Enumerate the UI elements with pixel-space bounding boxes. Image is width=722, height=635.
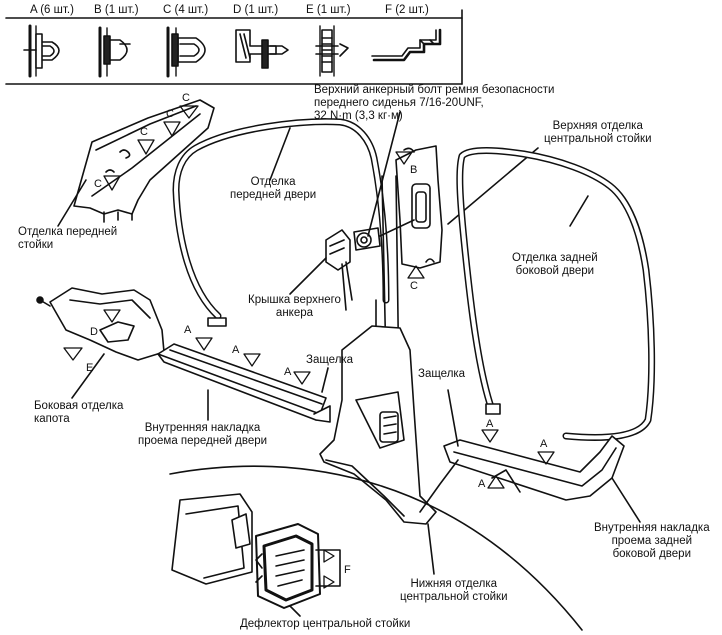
deflector-leader [289,605,301,617]
clip-d-icon [235,29,289,69]
callout-f: F [344,564,351,576]
callout-a-1: A [184,324,192,336]
rear-door-trim [456,147,656,441]
anchor-cover-leader [289,257,327,295]
callout-triangles [63,105,555,589]
anchor-bolt-leader [367,111,401,237]
callout-c-3: C [140,126,148,138]
callout-c-1: C [182,92,190,104]
legend-clip-e: E (1 шт.) [306,4,351,16]
legend-clip-c: C (4 шт.) [163,4,209,16]
front-door-sill [157,343,331,423]
front-door-trim [172,118,390,327]
callout-b: B [410,164,418,176]
rear-sill-leader [611,477,641,523]
callout-a-6: A [478,478,486,490]
legend-clip-f: F (2 шт.) [385,4,429,16]
upper-center-pillar-trim [395,145,443,269]
clip-b-icon [98,26,131,78]
front-door-leader [269,127,291,181]
callout-a-2: A [232,344,240,356]
clip-f-icon [371,28,442,62]
front-pillar-leader [57,179,87,227]
label-anchor-cover: Крышка верхнего анкера [248,294,341,319]
side-hood-trim [36,287,165,361]
legend-clip-a: A (6 шт.) [30,4,74,16]
label-lower-center-pillar: Нижняя отделка центральной стойки [400,578,508,603]
callout-e: E [86,362,94,374]
clip-c-icon [166,26,206,78]
callout-a-5: A [540,438,548,450]
deflector [255,523,321,609]
callout-c-2: C [166,108,174,120]
label-rear-door-trim: Отделка задней боковой двери [512,252,598,277]
label-latch-right: Защелка [418,368,466,380]
label-deflector: Дефлектор центральной стойки [240,618,411,630]
inset-arc [169,465,583,631]
lower-center-pillar-trim [319,325,437,525]
label-rear-sill: Внутренняя накладка проема задней боково… [594,522,710,560]
label-upper-center-pillar: Верхняя отделка центральной стойки [544,120,652,145]
lower-center-pillar-leader [427,523,435,575]
rear-door-leader [569,195,589,227]
legend-clip-b: B (1 шт.) [94,4,139,16]
callout-c-5: C [410,280,418,292]
label-side-hood-trim: Боковая отделка капота [34,400,124,425]
callout-a-4: A [486,418,494,430]
legend-clip-d: D (1 шт.) [233,4,279,16]
latch-left-leader [321,367,329,393]
clip-a-icon [23,24,60,78]
seat-belt-anchor [325,219,415,311]
legend-frame [5,9,463,85]
label-anchor-bolt: Верхний анкерный болт ремня безопасности… [314,84,555,122]
label-front-pillar-trim: Отделка передней стойки [18,226,118,251]
label-front-sill: Внутренняя накладка проема передней двер… [138,422,268,447]
harness-line [419,459,459,513]
latch-right-leader [447,389,459,447]
clip-e-icon [315,25,349,77]
front-pillar-trim [73,99,215,223]
rear-door-sill [443,435,625,501]
callout-a-3: A [284,366,292,378]
label-front-door-trim: Отделка передней двери [230,176,317,201]
side-hood-leader [71,353,105,399]
label-latch-left: Защелка [306,354,354,366]
center-pillar-block [171,493,253,585]
callout-c-4: C [94,178,102,190]
callout-d: D [90,326,98,338]
